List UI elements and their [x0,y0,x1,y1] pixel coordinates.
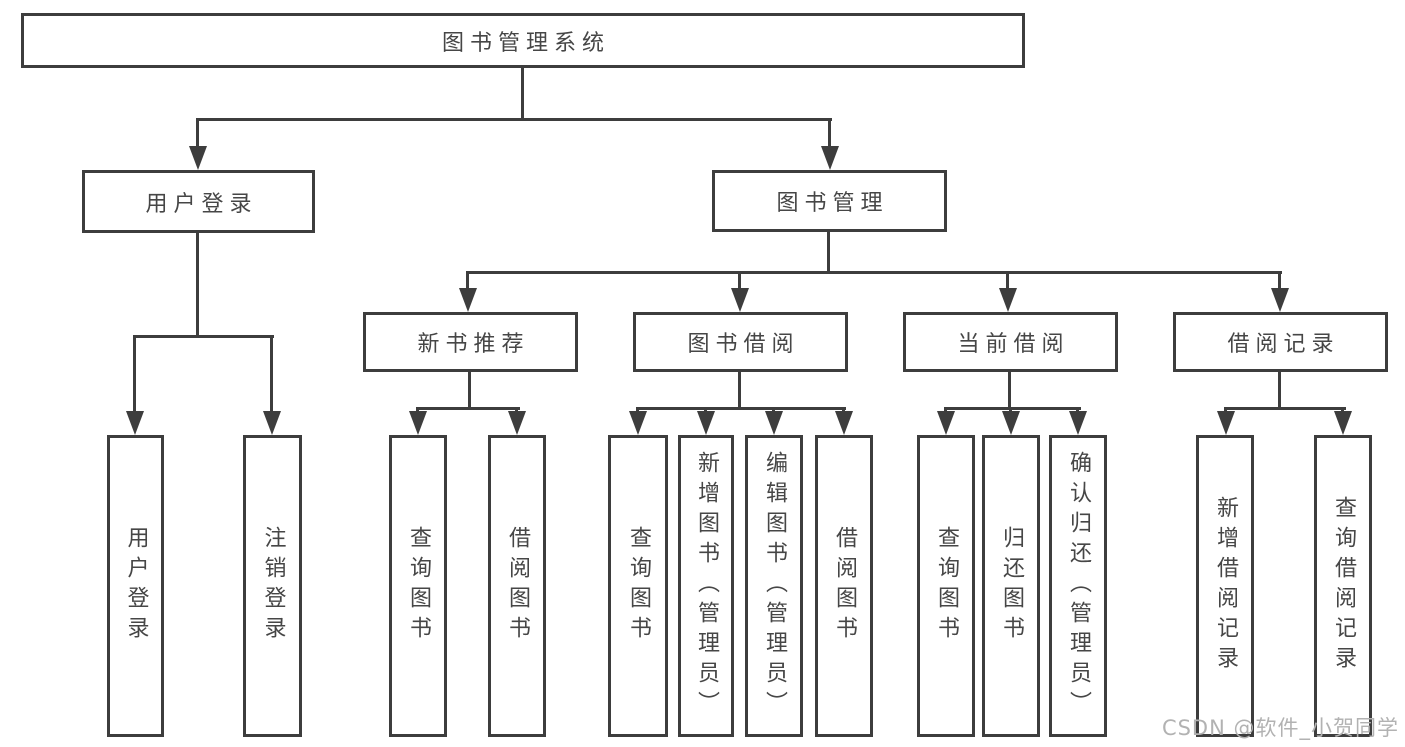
connector-line [1006,271,1009,288]
connector-line [416,407,520,410]
leaf-borrow-books-recommend: 借阅图书 [488,435,546,737]
connector-line [196,233,199,338]
connector-line [466,271,469,288]
leaf-return-books: 归还图书 [982,435,1040,737]
node-label: 查询借阅记录 [1331,496,1356,676]
node-label: 借阅图书 [505,526,530,646]
arrowhead-down-icon [1217,411,1235,435]
node-label: 编辑图书（管理员） [762,451,787,721]
arrowhead-down-icon [937,411,955,435]
arrowhead-down-icon [126,411,144,435]
node-label: 新增图书（管理员） [694,451,719,721]
arrowhead-down-icon [835,411,853,435]
connector-line [1278,271,1281,288]
leaf-borrow-books: 借阅图书 [815,435,873,737]
connector-line [468,372,471,410]
node-new-book-recommend: 新书推荐 [363,312,578,372]
connector-line [636,407,846,410]
arrowhead-down-icon [508,411,526,435]
connector-line [196,118,199,152]
node-label: 查询图书 [626,526,651,646]
leaf-add-borrow-record: 新增借阅记录 [1196,435,1254,737]
node-label: 查询图书 [406,526,431,646]
connector-line [1278,372,1281,410]
arrowhead-down-icon [459,288,477,312]
node-book-borrow: 图书借阅 [633,312,848,372]
leaf-logout-login: 注销登录 [243,435,302,737]
connector-line [738,372,741,410]
arrowhead-down-icon [1334,411,1352,435]
leaf-query-books-borrow: 查询图书 [608,435,668,737]
node-label: 查询图书 [934,526,959,646]
node-book-management: 图书管理 [712,170,947,232]
node-label: 图书管理 [776,191,889,216]
leaf-query-borrow-record: 查询借阅记录 [1314,435,1372,737]
connector-line [521,68,524,121]
node-borrow-records: 借阅记录 [1173,312,1388,372]
arrowhead-down-icon [629,411,647,435]
csdn-watermark: CSDN @软件_小贺同学 [1161,716,1399,740]
connector-line [1224,407,1346,410]
arrowhead-down-icon [821,146,839,170]
arrowhead-down-icon [765,411,783,435]
node-label: 用户登录 [123,526,149,646]
node-label: 图书管理系统 [441,30,610,56]
connector-line [133,335,274,338]
node-label: 用户登录 [145,191,258,217]
arrowhead-down-icon [189,146,207,170]
node-label: 新书推荐 [417,332,530,357]
leaf-user-login: 用户登录 [107,435,164,737]
leaf-query-books-current: 查询图书 [917,435,975,737]
connector-line [828,118,831,152]
connector-line [466,271,1282,274]
leaf-query-books-recommend: 查询图书 [389,435,447,737]
arrowhead-down-icon [263,411,281,435]
node-current-borrow: 当前借阅 [903,312,1118,372]
connector-line [270,335,273,411]
node-label: 确认归还（管理员） [1066,451,1091,721]
connector-line [944,407,1081,410]
connector-line [133,335,136,411]
connector-line [738,271,741,288]
leaf-add-book-admin: 新增图书（管理员） [678,435,734,737]
node-label: 当前借阅 [957,332,1070,357]
node-label: 归还图书 [999,526,1024,646]
node-user-login: 用户登录 [82,170,315,233]
node-label: 图书借阅 [687,332,800,357]
arrowhead-down-icon [731,288,749,312]
arrowhead-down-icon [999,288,1017,312]
node-label: 注销登录 [260,526,286,646]
connector-line [196,118,832,121]
node-label: 借阅记录 [1227,332,1340,357]
leaf-edit-book-admin: 编辑图书（管理员） [745,435,803,737]
node-label: 借阅图书 [832,526,857,646]
connector-line [1008,372,1011,410]
arrowhead-down-icon [1069,411,1087,435]
arrowhead-down-icon [409,411,427,435]
arrowhead-down-icon [697,411,715,435]
arrowhead-down-icon [1002,411,1020,435]
arrowhead-down-icon [1271,288,1289,312]
leaf-confirm-return-admin: 确认归还（管理员） [1049,435,1107,737]
connector-line [827,232,830,274]
node-library-management-system: 图书管理系统 [21,13,1025,68]
node-label: 新增借阅记录 [1213,496,1238,676]
